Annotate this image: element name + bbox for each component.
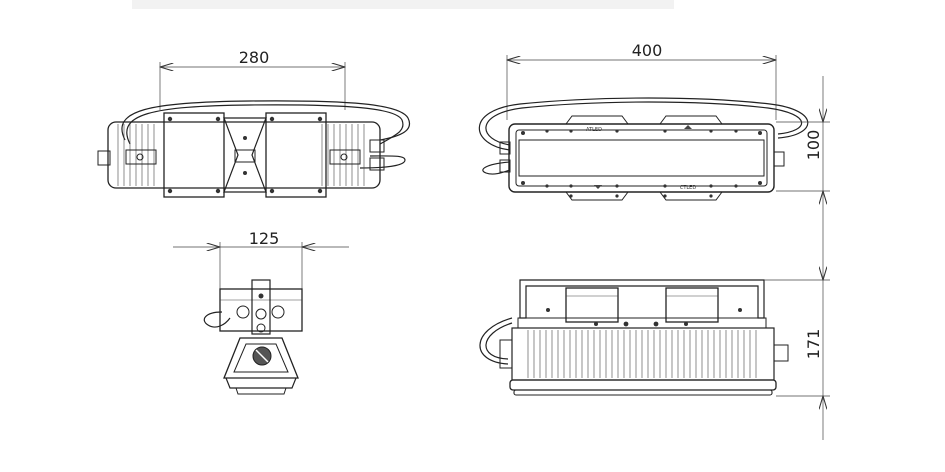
front-lens [518,139,765,177]
dim-bottom-height: 171 [804,329,823,360]
top-cable [121,100,411,141]
driver-box-right [265,112,327,198]
top-banner [132,0,674,9]
dim-side-width: 125 [249,229,280,248]
front-label-a: ATLED [586,127,602,133]
bottom-view: 171 [479,236,830,440]
dim-front-width: 400 [632,41,663,60]
dim-front-height: 100 [804,130,823,161]
front-label-b: CTLED [680,185,696,191]
side-view: 125 [173,229,349,395]
front-view: 400 ATLED CTLED [478,41,830,236]
driver-box-left [163,112,225,198]
dim-top-width: 280 [239,48,270,67]
top-view: 280 [97,48,411,198]
